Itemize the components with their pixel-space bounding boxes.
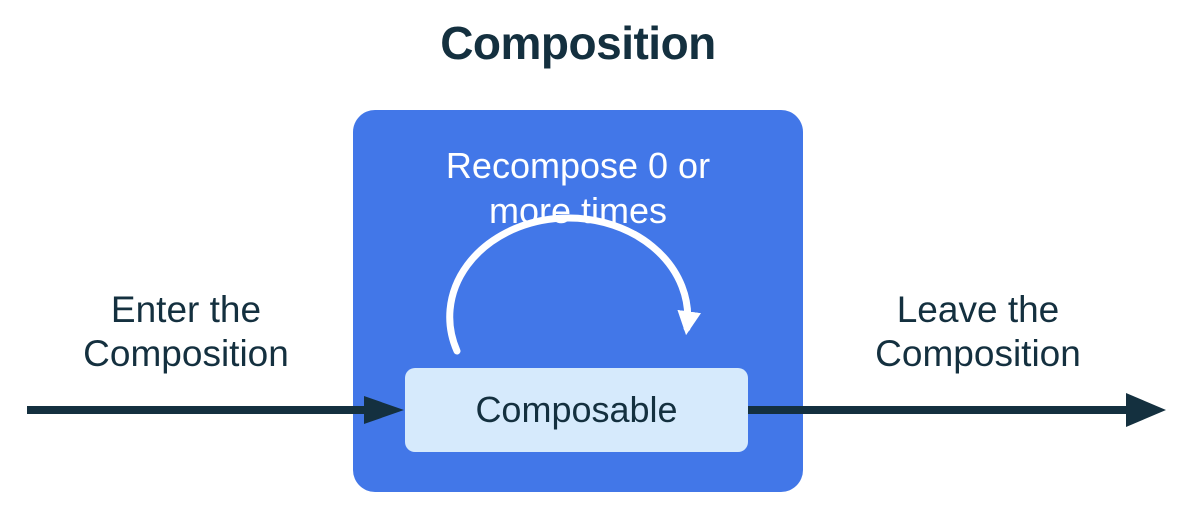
leave-arrow-head-icon (1126, 393, 1166, 427)
enter-composition-label: Enter the Composition (83, 289, 289, 374)
composable-box: Composable (405, 368, 748, 452)
composable-label: Composable (475, 389, 678, 430)
diagram-title: Composition (440, 17, 716, 69)
leave-composition-label: Leave the Composition (875, 289, 1081, 374)
recompose-label: Recompose 0 or more times (445, 145, 711, 231)
